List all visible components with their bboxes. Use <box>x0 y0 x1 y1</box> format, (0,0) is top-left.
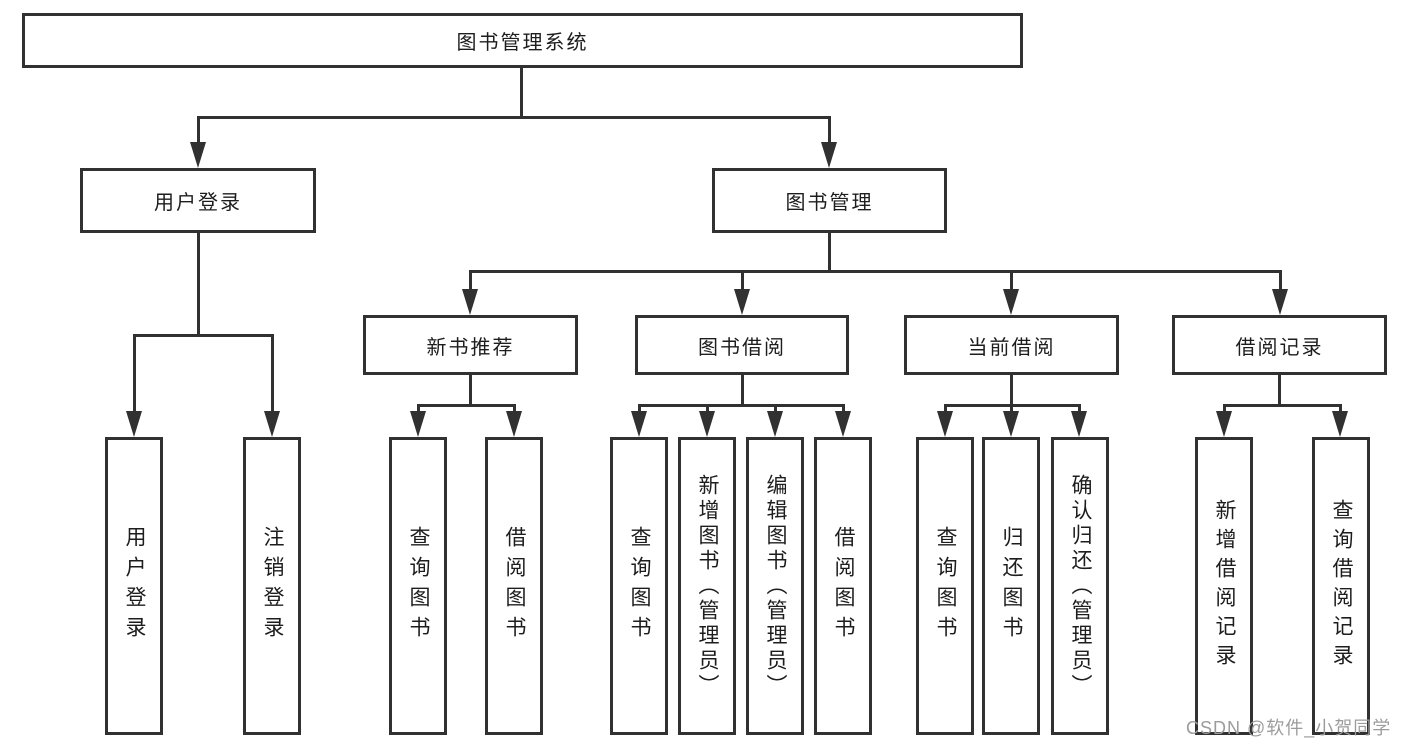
connector-stem <box>417 404 420 414</box>
connector-records-bracket <box>1223 404 1342 407</box>
arrowhead-leaf <box>1332 411 1348 437</box>
leaf-confirm-return-admin: 确认归还（管理员） <box>1051 437 1109 735</box>
connector-stem-leaf-login <box>133 334 136 414</box>
connector-root-bracket <box>197 116 831 119</box>
connector-root-stub <box>520 68 523 118</box>
leaf-query-books-current: 查询图书 <box>916 437 974 735</box>
node-label: 归还图书 <box>1000 526 1023 646</box>
node-label: 新增借阅记录 <box>1213 499 1236 673</box>
arrowhead-leaf <box>506 411 522 437</box>
node-label: 查询图书 <box>407 526 430 646</box>
connector-stem <box>842 404 845 414</box>
connector-borrow-bracket <box>638 404 844 407</box>
leaf-add-books-admin: 新增图书（管理员） <box>678 437 736 735</box>
connector-stem <box>638 404 641 414</box>
connector-stem <box>774 404 777 414</box>
connector-borrow-stub <box>741 375 744 407</box>
connector-newbook-bracket <box>417 404 515 407</box>
leaf-query-books-recommend: 查询图书 <box>389 437 447 735</box>
connector-stem-borrow-records <box>1279 270 1282 292</box>
arrowhead-leaf <box>767 411 783 437</box>
csdn-watermark: CSDN @软件_小贺同学 <box>1186 718 1392 738</box>
leaf-user-login: 用户登录 <box>105 437 163 735</box>
connector-mgmt-bracket <box>469 270 1281 273</box>
node-label: 用户登录 <box>154 192 242 214</box>
node-label: 图书管理系统 <box>456 32 589 54</box>
connector-login-stub <box>197 233 200 337</box>
node-current-borrowing: 当前借阅 <box>904 315 1119 375</box>
connector-stem-current-borrow <box>1010 270 1013 292</box>
node-new-book-recommend: 新书推荐 <box>363 315 578 375</box>
arrowhead-leaf <box>937 411 953 437</box>
arrowhead-borrow-records <box>1272 289 1288 315</box>
node-borrowing-records: 借阅记录 <box>1172 315 1387 375</box>
leaf-add-borrow-record: 新增借阅记录 <box>1195 437 1253 735</box>
node-label: 借阅图书 <box>503 526 526 646</box>
leaf-edit-books-admin: 编辑图书（管理员） <box>746 437 804 735</box>
node-label: 图书管理 <box>785 192 874 214</box>
node-label: 查询借阅记录 <box>1330 499 1353 673</box>
connector-stem <box>706 404 709 414</box>
connector-stem-new-book <box>469 270 472 292</box>
connector-stem <box>513 404 516 414</box>
node-label: 新书推荐 <box>426 336 515 359</box>
leaf-borrow-books: 借阅图书 <box>814 437 872 735</box>
node-label: 用户登录 <box>123 526 146 646</box>
arrowhead-book-borrow <box>734 289 750 315</box>
node-label: 查询图书 <box>934 526 957 646</box>
connector-current-stub <box>1010 375 1013 407</box>
node-label: 注销登录 <box>261 526 284 646</box>
connector-mgmt-stub <box>828 233 831 273</box>
arrowhead-leaf <box>631 411 647 437</box>
connector-stem-leaf-logout <box>271 334 274 414</box>
node-book-management: 图书管理 <box>712 168 947 233</box>
leaf-borrow-books-recommend: 借阅图书 <box>485 437 543 735</box>
connector-stem-book-borrow <box>741 270 744 292</box>
node-label: 确认归还（管理员） <box>1069 473 1092 699</box>
node-label: 新增图书（管理员） <box>696 473 719 699</box>
node-label: 查询图书 <box>628 526 651 646</box>
leaf-query-borrow-record: 查询借阅记录 <box>1312 437 1370 735</box>
node-label: 当前借阅 <box>967 336 1056 359</box>
arrowhead-new-book <box>462 289 478 315</box>
leaf-query-books-borrowing: 查询图书 <box>610 437 668 735</box>
arrowhead-current-borrow <box>1003 289 1019 315</box>
node-book-borrowing: 图书借阅 <box>635 315 849 375</box>
arrowhead-leaf <box>1003 411 1019 437</box>
arrowhead-leaf <box>1216 411 1232 437</box>
node-label: 借阅图书 <box>832 526 855 646</box>
leaf-logout: 注销登录 <box>243 437 301 735</box>
arrowhead-leaf-logout <box>264 411 280 437</box>
leaf-return-books: 归还图书 <box>982 437 1040 735</box>
node-label: 编辑图书（管理员） <box>764 473 787 699</box>
arrowhead-leaf <box>699 411 715 437</box>
connector-stem-book-mgmt <box>828 116 831 146</box>
connector-stem <box>944 404 947 414</box>
connector-stem <box>1078 404 1081 414</box>
connector-stem <box>1010 404 1013 414</box>
connector-newbook-stub <box>469 375 472 407</box>
arrowhead-leaf <box>835 411 851 437</box>
arrowhead-user-login <box>190 142 206 168</box>
arrowhead-leaf <box>410 411 426 437</box>
connector-stem-user-login <box>197 116 200 146</box>
node-user-login: 用户登录 <box>80 168 316 233</box>
connector-stem <box>1339 404 1342 414</box>
connector-records-stub <box>1278 375 1281 407</box>
node-label: 图书借阅 <box>698 336 786 359</box>
connector-stem <box>1223 404 1226 414</box>
arrowhead-leaf <box>1071 411 1087 437</box>
connector-login-bracket <box>133 334 273 337</box>
arrowhead-leaf-login <box>126 411 142 437</box>
node-label: 借阅记录 <box>1235 336 1324 359</box>
node-library-management-system: 图书管理系统 <box>22 13 1023 68</box>
arrowhead-book-mgmt <box>821 142 837 168</box>
